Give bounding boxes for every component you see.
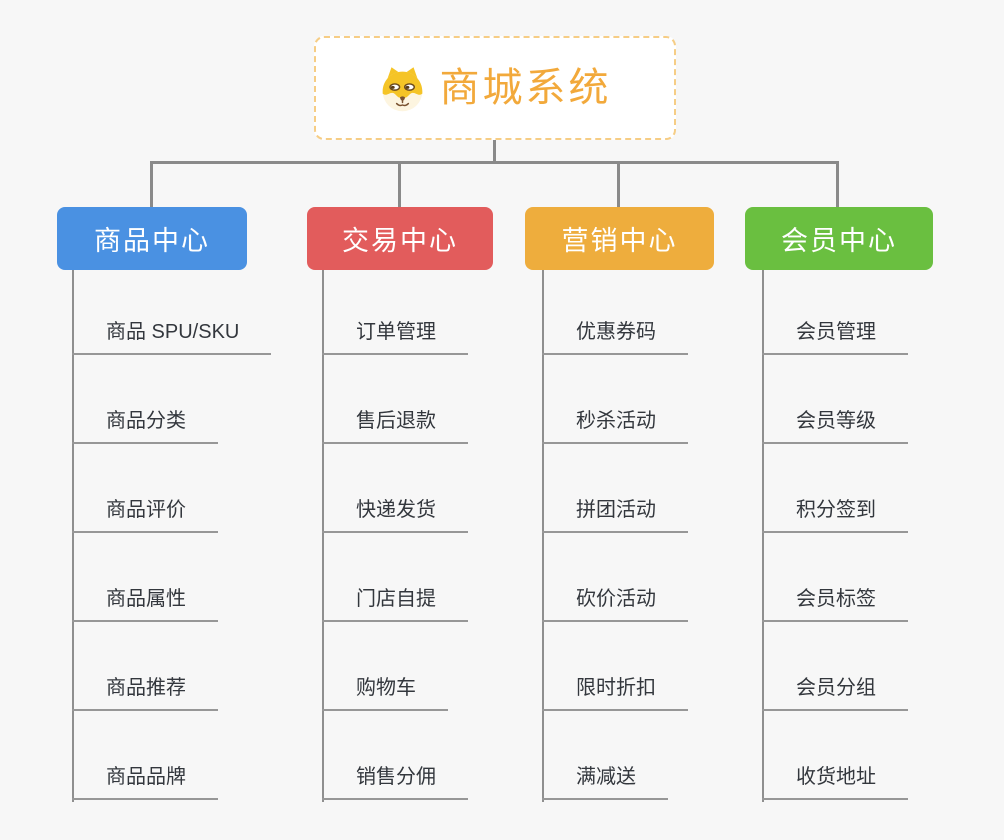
item-node[interactable]: 会员管理: [762, 320, 908, 355]
connector-drop-4: [836, 161, 839, 208]
branch-spine-1: [72, 270, 74, 802]
item-node[interactable]: 砍价活动: [542, 587, 688, 622]
item-node[interactable]: 商品分类: [72, 409, 218, 444]
connector-drop-1: [150, 161, 153, 208]
item-node[interactable]: 会员等级: [762, 409, 908, 444]
connector-drop-2: [398, 161, 401, 208]
branch-spine-3: [542, 270, 544, 802]
item-node[interactable]: 会员标签: [762, 587, 908, 622]
branch-label: 商品中心: [94, 226, 210, 256]
item-node[interactable]: 优惠券码: [542, 320, 688, 355]
branch-spine-2: [322, 270, 324, 802]
item-node[interactable]: 收货地址: [762, 765, 908, 800]
item-node[interactable]: 商品品牌: [72, 765, 218, 800]
branch-label: 交易中心: [342, 226, 458, 256]
item-node[interactable]: 门店自提: [322, 587, 468, 622]
item-node[interactable]: 积分签到: [762, 498, 908, 533]
root-title: 商城系统: [439, 66, 612, 110]
item-node[interactable]: 购物车: [322, 676, 448, 711]
branch-node-member[interactable]: 会员中心: [745, 207, 933, 270]
branch-label: 营销中心: [561, 226, 678, 256]
branch-spine-4: [762, 270, 764, 802]
item-node[interactable]: 限时折扣: [542, 676, 688, 711]
item-node[interactable]: 商品推荐: [72, 676, 218, 711]
item-node[interactable]: 商品评价: [72, 498, 218, 533]
item-node[interactable]: 商品属性: [72, 587, 218, 622]
item-node[interactable]: 商品 SPU/SKU: [72, 320, 272, 355]
connector-hbar: [150, 161, 839, 164]
connector-drop-3: [617, 161, 620, 208]
item-node[interactable]: 拼团活动: [542, 498, 688, 533]
doge-icon: [382, 66, 422, 111]
item-node[interactable]: 会员分组: [762, 676, 908, 711]
item-node[interactable]: 快递发货: [322, 498, 468, 533]
item-node[interactable]: 售后退款: [322, 409, 468, 444]
branch-label: 会员中心: [781, 226, 897, 256]
item-node[interactable]: 销售分佣: [322, 765, 468, 800]
item-node[interactable]: 订单管理: [322, 320, 468, 355]
branch-node-trade[interactable]: 交易中心: [307, 207, 493, 270]
root-node[interactable]: 商城系统: [314, 36, 676, 140]
branch-node-product[interactable]: 商品中心: [57, 207, 247, 270]
item-node[interactable]: 满减送: [542, 765, 668, 800]
connector-root-drop: [493, 140, 496, 164]
item-node[interactable]: 秒杀活动: [542, 409, 688, 444]
branch-node-marketing[interactable]: 营销中心: [525, 207, 714, 270]
